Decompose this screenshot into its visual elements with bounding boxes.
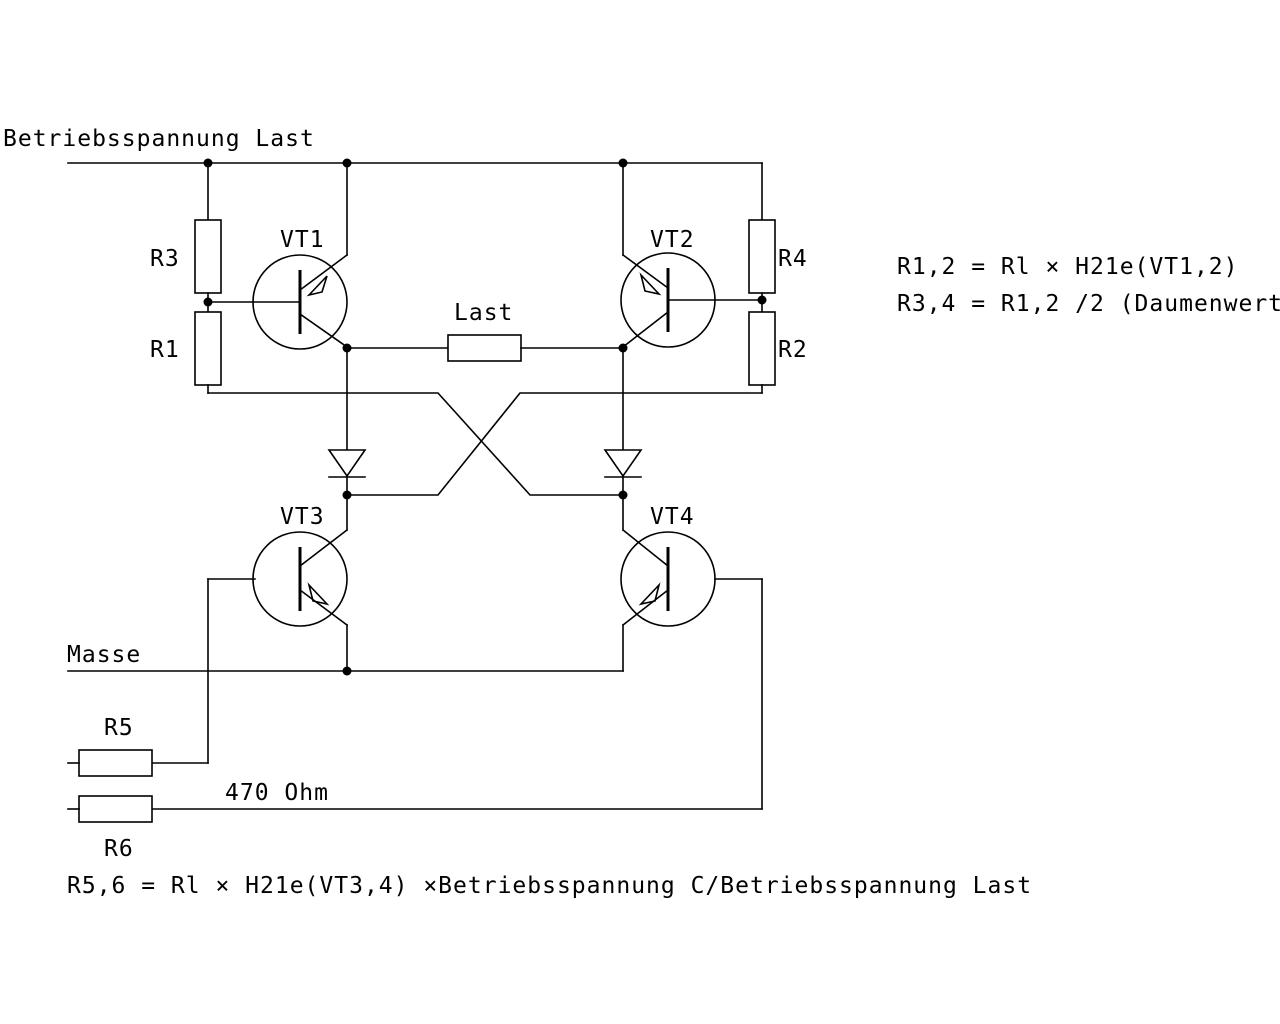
right-divider	[667, 219, 776, 394]
resistor-r3	[194, 219, 222, 294]
label-vt3: VT3	[280, 504, 325, 530]
ground-label: Masse	[67, 642, 141, 668]
diode-left	[327, 449, 367, 478]
junction-dots	[203, 158, 767, 676]
label-r2: R2	[778, 337, 808, 363]
resistor-r5	[78, 749, 153, 777]
label-vt1: VT1	[280, 227, 325, 253]
label-r6-value: 470 Ohm	[225, 780, 329, 806]
transistor-vt2	[620, 162, 716, 349]
label-load: Last	[454, 300, 513, 326]
cross-coupling	[207, 392, 763, 496]
supply-rail	[67, 162, 763, 221]
left-divider	[194, 162, 301, 394]
diode-right	[603, 449, 643, 478]
load	[346, 334, 624, 362]
transistor-vt3	[207, 528, 349, 672]
label-r6: R6	[104, 836, 134, 862]
label-r1: R1	[150, 337, 180, 363]
formula-r12: R1,2 = Rl × H21e(VT1,2) 1K	[897, 254, 1280, 280]
transistor-vt4	[620, 528, 763, 672]
middle-wires	[346, 347, 624, 531]
label-r5: R5	[104, 715, 134, 741]
label-vt2: VT2	[650, 227, 695, 253]
resistor-r4	[748, 219, 776, 294]
label-r4: R4	[778, 246, 808, 272]
resistor-r6	[78, 795, 153, 823]
resistor-r1	[194, 311, 222, 386]
label-vt4: VT4	[650, 504, 695, 530]
label-r3: R3	[150, 246, 180, 272]
supply-label: Betriebsspannung Last	[3, 126, 315, 152]
transistor-vt1	[252, 162, 349, 350]
resistor-r2	[748, 311, 776, 386]
base-resistor-r5	[67, 578, 209, 777]
formula-r56: R5,6 = Rl × H21e(VT3,4) ×Betriebsspannun…	[67, 873, 1032, 899]
resistor-load	[447, 334, 522, 362]
formula-r34: R3,4 = R1,2 /2 (Daumenwert)	[897, 291, 1280, 317]
base-resistor-r6	[67, 578, 763, 823]
